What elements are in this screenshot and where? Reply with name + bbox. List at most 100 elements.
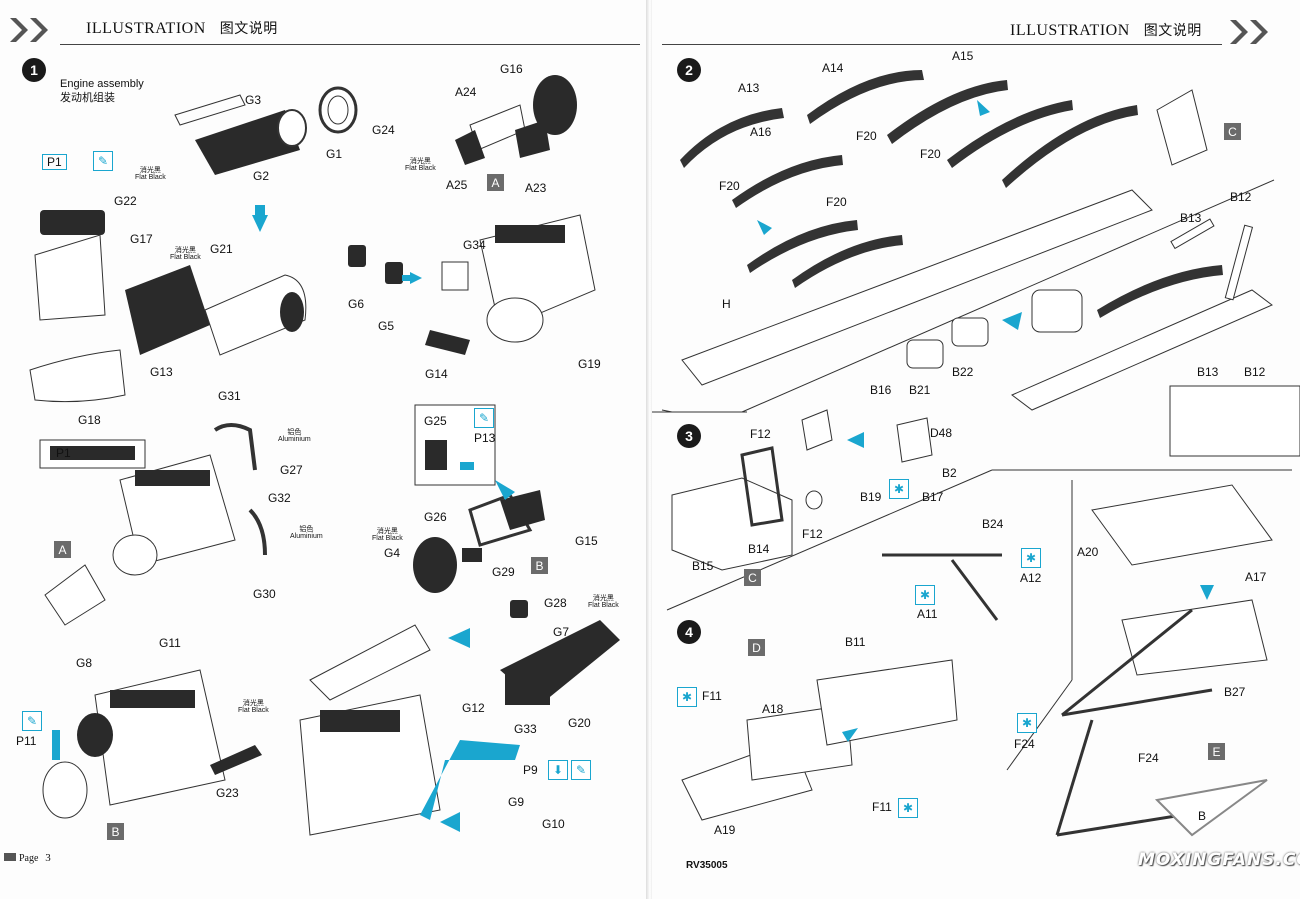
part-label-p13: P13 [474, 431, 496, 445]
part-label-f11-b: F11 [872, 800, 892, 814]
part-label-g6: G6 [348, 297, 365, 311]
paint-icon: ✎ [93, 151, 113, 171]
left-page: ILLUSTRATION 图文说明 [0, 0, 648, 899]
part-label-g12: G12 [462, 701, 485, 715]
part-label-p9: P9 [523, 763, 538, 777]
paint-icon-4: ✎ [571, 760, 591, 780]
part-label-g1: G1 [326, 147, 343, 161]
part-label-g27: G27 [280, 463, 303, 477]
part-label-g22: G22 [114, 194, 137, 208]
part-label-f24-a: F24 [1014, 737, 1035, 751]
part-label-p1b: P1 [56, 446, 71, 460]
part-label-g15: G15 [575, 534, 598, 548]
part-label-g32: G32 [268, 491, 291, 505]
part-label-g34: G34 [463, 238, 486, 252]
header-rule-right [662, 44, 1222, 45]
part-label-g10: G10 [542, 817, 565, 831]
part-label-b27: B27 [1224, 685, 1246, 699]
part-label-b22: B22 [952, 365, 974, 379]
product-code: RV35005 [686, 860, 728, 871]
step-number-3: 3 [677, 424, 701, 448]
part-label-a12: A12 [1020, 571, 1042, 585]
part-label-f11-a: F11 [702, 689, 722, 703]
cement-icon-a12: ✱ [1021, 548, 1041, 568]
part-label-g23: G23 [216, 786, 239, 800]
part-label-b24: B24 [982, 517, 1004, 531]
paint-icon-2: ✎ [474, 408, 494, 428]
part-label-g14: G14 [425, 367, 448, 381]
cement-icon-f24: ✱ [1017, 713, 1037, 733]
part-label-b12-inset: B12 [1244, 365, 1266, 379]
cement-icon-f11b: ✱ [898, 798, 918, 818]
part-label-g4: G4 [384, 546, 401, 560]
step1-artwork [10, 18, 620, 836]
part-label-g31: G31 [218, 389, 241, 403]
part-label-b13-inset: B13 [1197, 365, 1219, 379]
part-label-g17: G17 [130, 232, 153, 246]
header-title-en: ILLUSTRATION [86, 20, 206, 37]
part-label-g11: G11 [159, 636, 181, 650]
cement-icon-a11: ✱ [915, 585, 935, 605]
part-label-g19: G19 [578, 357, 601, 371]
callout-box-a-top: A [487, 174, 504, 191]
part-label-a13: A13 [738, 81, 760, 95]
part-label-d48: D48 [930, 426, 953, 440]
callout-box-c-step3: C [744, 569, 761, 586]
part-label-b19: B19 [860, 490, 882, 504]
part-label-g26: G26 [424, 510, 447, 524]
step-number-2: 2 [677, 58, 701, 82]
part-label-g16: G16 [500, 62, 523, 76]
part-label-b11: B11 [845, 635, 866, 649]
part-label-a19: A19 [714, 823, 736, 837]
part-label-f12-b: F12 [802, 527, 823, 541]
part-label-b17: B17 [922, 490, 944, 504]
part-label-g5: G5 [378, 319, 395, 333]
left-header: ILLUSTRATION 图文说明 [86, 18, 278, 38]
page-footer-marker [4, 853, 16, 861]
part-label-a16: A16 [750, 125, 772, 139]
part-label-f20-a: F20 [856, 129, 877, 143]
part-label-b16: B16 [870, 383, 892, 397]
part-label-f20-b: F20 [920, 147, 941, 161]
engine-assembly-cn: 发动机组装 [60, 91, 115, 104]
part-label-g2: G2 [253, 169, 270, 183]
part-label-p11: P11 [16, 734, 37, 748]
step-number-1: 1 [22, 58, 46, 82]
part-label-b: B [1198, 809, 1207, 823]
header-rule [60, 44, 640, 45]
part-label-a20: A20 [1077, 545, 1099, 559]
part-label-h: H [722, 297, 731, 311]
part-label-g21: G21 [210, 242, 233, 256]
part-label-g24: G24 [372, 123, 395, 137]
callout-box-b-bottom: B [107, 823, 124, 840]
page-label: Page [19, 853, 39, 864]
part-label-g9: G9 [508, 795, 525, 809]
part-label-b14: B14 [748, 542, 770, 556]
glue-icon: ⬇ [548, 760, 568, 780]
engine-assembly-caption: Engine assembly 发动机组装 [60, 78, 144, 104]
part-label-f24-b: F24 [1138, 751, 1159, 765]
part-label-f20-d: F20 [826, 195, 847, 209]
part-label-g8: G8 [76, 656, 93, 670]
page-gutter [646, 0, 654, 899]
part-label-g20: G20 [568, 716, 591, 730]
part-label-g28: G28 [544, 596, 567, 610]
engine-assembly-en: Engine assembly [60, 78, 144, 90]
part-label-g3: G3 [245, 93, 262, 107]
part-label-a18: A18 [762, 702, 784, 716]
header-title-cn: 图文说明 [219, 21, 278, 37]
part-label-a25: A25 [446, 178, 468, 192]
part-label-a24: A24 [455, 85, 477, 99]
part-label-a23: A23 [525, 181, 547, 195]
header-title-cn-right: 图文说明 [1143, 23, 1202, 39]
callout-box-a-left: A [54, 541, 71, 558]
